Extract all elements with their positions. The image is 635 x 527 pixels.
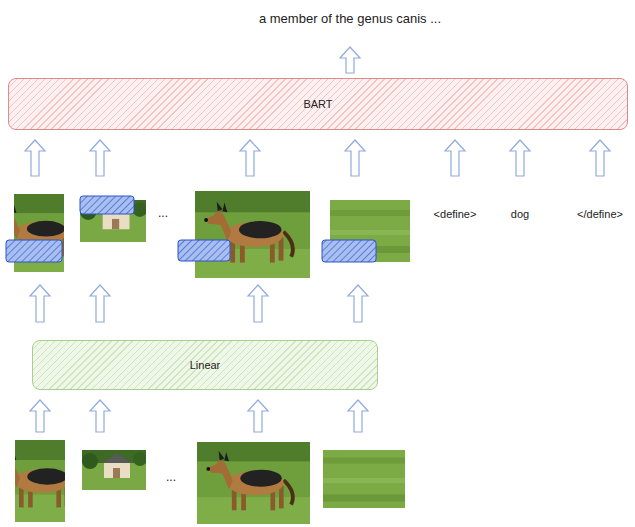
up-arrow (348, 400, 368, 432)
image-patch (0, 440, 95, 522)
up-arrow (90, 285, 110, 322)
label-holder: ... (158, 203, 168, 221)
up-arrow (30, 285, 50, 322)
input-patches (0, 440, 405, 525)
embedding-vector (6, 240, 62, 262)
up-arrow (30, 400, 50, 432)
ellipsis: ... (158, 206, 168, 220)
embedding-vector (322, 240, 376, 262)
label-holder: a member of the genus canis ... (259, 9, 441, 27)
label-holder: dog (511, 204, 529, 222)
up-arrow (340, 47, 360, 73)
up-arrow (445, 140, 465, 176)
up-arrow (90, 140, 110, 176)
up-arrow (90, 400, 110, 432)
input-token: dog (511, 208, 529, 220)
embedding-vector (80, 196, 134, 214)
box-label: Linear (190, 359, 221, 371)
label-holder: ... (166, 467, 176, 485)
image-patch (323, 447, 405, 511)
ellipsis: ... (166, 470, 176, 484)
input-token: <define> (434, 208, 477, 220)
up-arrow (348, 285, 368, 322)
image-patch (195, 191, 311, 278)
image-patch (82, 449, 147, 491)
up-arrow (25, 140, 45, 176)
label-holder: </define> (577, 204, 623, 222)
projection-box: Linear (32, 340, 378, 390)
up-arrow (248, 285, 268, 322)
output-text: a member of the genus canis ... (259, 11, 441, 26)
up-arrow (510, 140, 530, 176)
input-token: </define> (577, 208, 623, 220)
up-arrow (345, 140, 365, 176)
up-arrow (248, 400, 268, 432)
embedded-patches (0, 191, 410, 278)
up-arrow (590, 140, 610, 176)
embedding-vector (178, 240, 230, 261)
label-holder: <define> (434, 204, 477, 222)
up-arrow (240, 140, 260, 176)
decoder-box: BART (8, 78, 628, 130)
image-patch (0, 194, 91, 272)
image-patch (197, 441, 310, 526)
box-label: BART (303, 98, 332, 110)
